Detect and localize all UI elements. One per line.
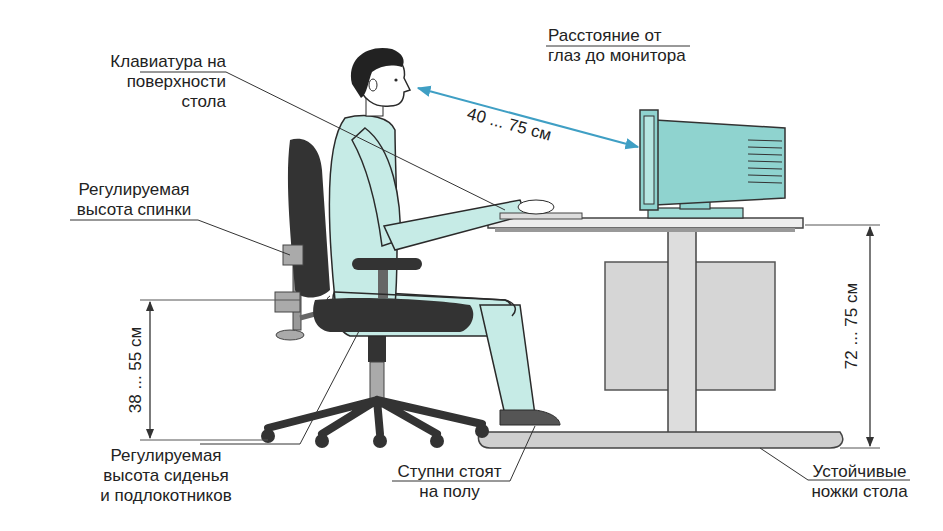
dimension-label: 38 ... 55 см (126, 327, 146, 413)
leader-line (200, 310, 370, 444)
chair-knob (275, 292, 300, 312)
part-label: Регулируемая высота спинки (66, 180, 202, 220)
person-forearm (384, 200, 526, 250)
chair-caster (373, 434, 387, 448)
desk-base (478, 432, 842, 448)
monitor-face (640, 110, 658, 210)
leader-line (70, 220, 290, 255)
chair-base (268, 400, 482, 434)
chair-knob (283, 245, 303, 265)
monitor-vents (748, 140, 782, 183)
part-label: Регулируемая высота сиденья и подлокотни… (98, 446, 234, 506)
monitor-screen (644, 116, 654, 204)
chair-caster (315, 434, 329, 448)
chair-seat (313, 298, 473, 332)
dimension-label: 40 ... 75 см (465, 104, 554, 146)
desk-edge (495, 228, 795, 232)
person-shoe (500, 410, 560, 425)
part-label: Ступни стоят на полу (392, 462, 507, 502)
chair-caster (475, 424, 489, 438)
person-ear (369, 79, 377, 91)
dimension-extension (805, 225, 880, 448)
dimension-label: 72 ... 75 см (842, 283, 862, 369)
part-label: Расстояние от глаз до монитора (548, 26, 698, 66)
part-label: Клавиатура на поверхности стола (96, 52, 226, 112)
dimension-line (149, 302, 150, 438)
chair-backrest (288, 139, 330, 298)
distance-arrow (418, 88, 638, 147)
person-eye (394, 78, 397, 81)
chair-armrest (352, 258, 422, 270)
chair-caster (430, 434, 444, 448)
part-label: Устойчивые ножки стола (802, 462, 917, 502)
chair-gas-lift (370, 362, 384, 400)
monitor-body (655, 120, 785, 205)
chair-lever (276, 330, 304, 340)
chair-caster (261, 429, 275, 443)
person-thigh-top (335, 292, 515, 316)
dimension-line (869, 227, 870, 446)
person-hair (351, 48, 404, 98)
desk-column (668, 228, 696, 433)
dimension-extension (140, 300, 300, 440)
person-hand (518, 200, 554, 214)
person-shin (480, 305, 535, 415)
